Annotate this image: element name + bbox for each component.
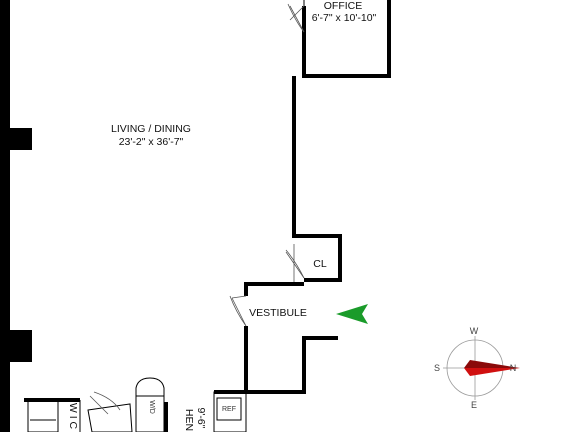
vestibule-walls bbox=[244, 282, 338, 394]
bottom-walls bbox=[24, 390, 247, 432]
vestibule-door bbox=[229, 295, 247, 327]
refrigerator-label: REF bbox=[222, 406, 236, 413]
compass-east-letter: N bbox=[510, 363, 517, 373]
tile-area bbox=[87, 391, 133, 432]
compass-needle-icon bbox=[464, 368, 520, 376]
washer-dryer-label: W/D bbox=[148, 400, 155, 414]
office-walls bbox=[302, 0, 391, 78]
closet-name: CL bbox=[313, 258, 327, 270]
office-name: OFFICE bbox=[324, 0, 363, 12]
compass-north-letter: W bbox=[470, 326, 479, 336]
kitchen-dims-partial: 9'-6" bbox=[195, 408, 207, 429]
left-exterior-wall bbox=[0, 0, 32, 432]
office-dims: 6'-7" x 10'-10" bbox=[312, 12, 377, 24]
compass-icon: W E S N bbox=[434, 326, 520, 410]
compass-south-letter: E bbox=[471, 400, 477, 410]
corridor-wall bbox=[292, 76, 342, 282]
refrigerator bbox=[216, 397, 242, 421]
washer-dryer bbox=[135, 377, 165, 432]
compass-west-letter: S bbox=[434, 363, 440, 373]
vestibule-name: VESTIBULE bbox=[249, 307, 307, 319]
living-dining-dims: 23'-2" x 36'-7" bbox=[119, 136, 184, 148]
office-door bbox=[287, 3, 305, 33]
wic-area bbox=[27, 399, 81, 432]
kitchen-name-partial: HEN bbox=[183, 409, 195, 431]
closet-door bbox=[285, 244, 305, 282]
living-dining-name: LIVING / DINING bbox=[111, 123, 191, 135]
wic-name: W I C bbox=[67, 403, 79, 430]
entry-arrow-icon bbox=[336, 304, 368, 324]
